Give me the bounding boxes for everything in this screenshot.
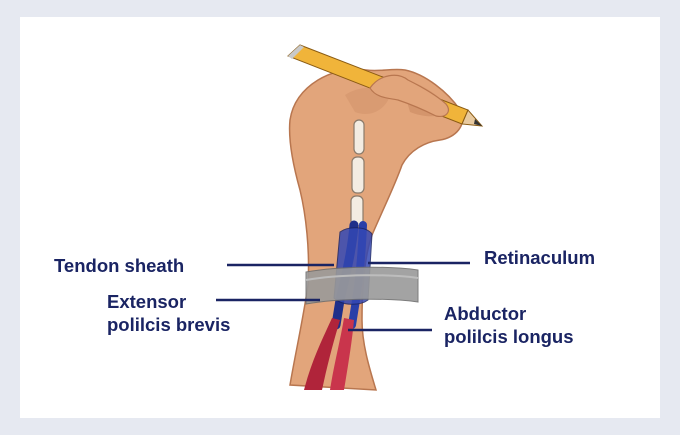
- label-retinaculum: Retinaculum: [484, 246, 595, 269]
- label-abductor-line-2: polilcis longus: [444, 325, 574, 348]
- label-abductor-pollicis-longus: Abductor polilcis longus: [444, 302, 574, 348]
- retinaculum-band: [306, 267, 418, 304]
- label-tendon-sheath: Tendon sheath: [54, 254, 184, 277]
- label-extensor-line-2: polilcis brevis: [107, 313, 230, 336]
- label-extensor-pollicis-brevis: Extensor polilcis brevis: [107, 290, 230, 336]
- label-abductor-line-1: Abductor: [444, 302, 574, 325]
- hand-skin: [290, 69, 463, 390]
- label-extensor-line-1: Extensor: [107, 290, 230, 313]
